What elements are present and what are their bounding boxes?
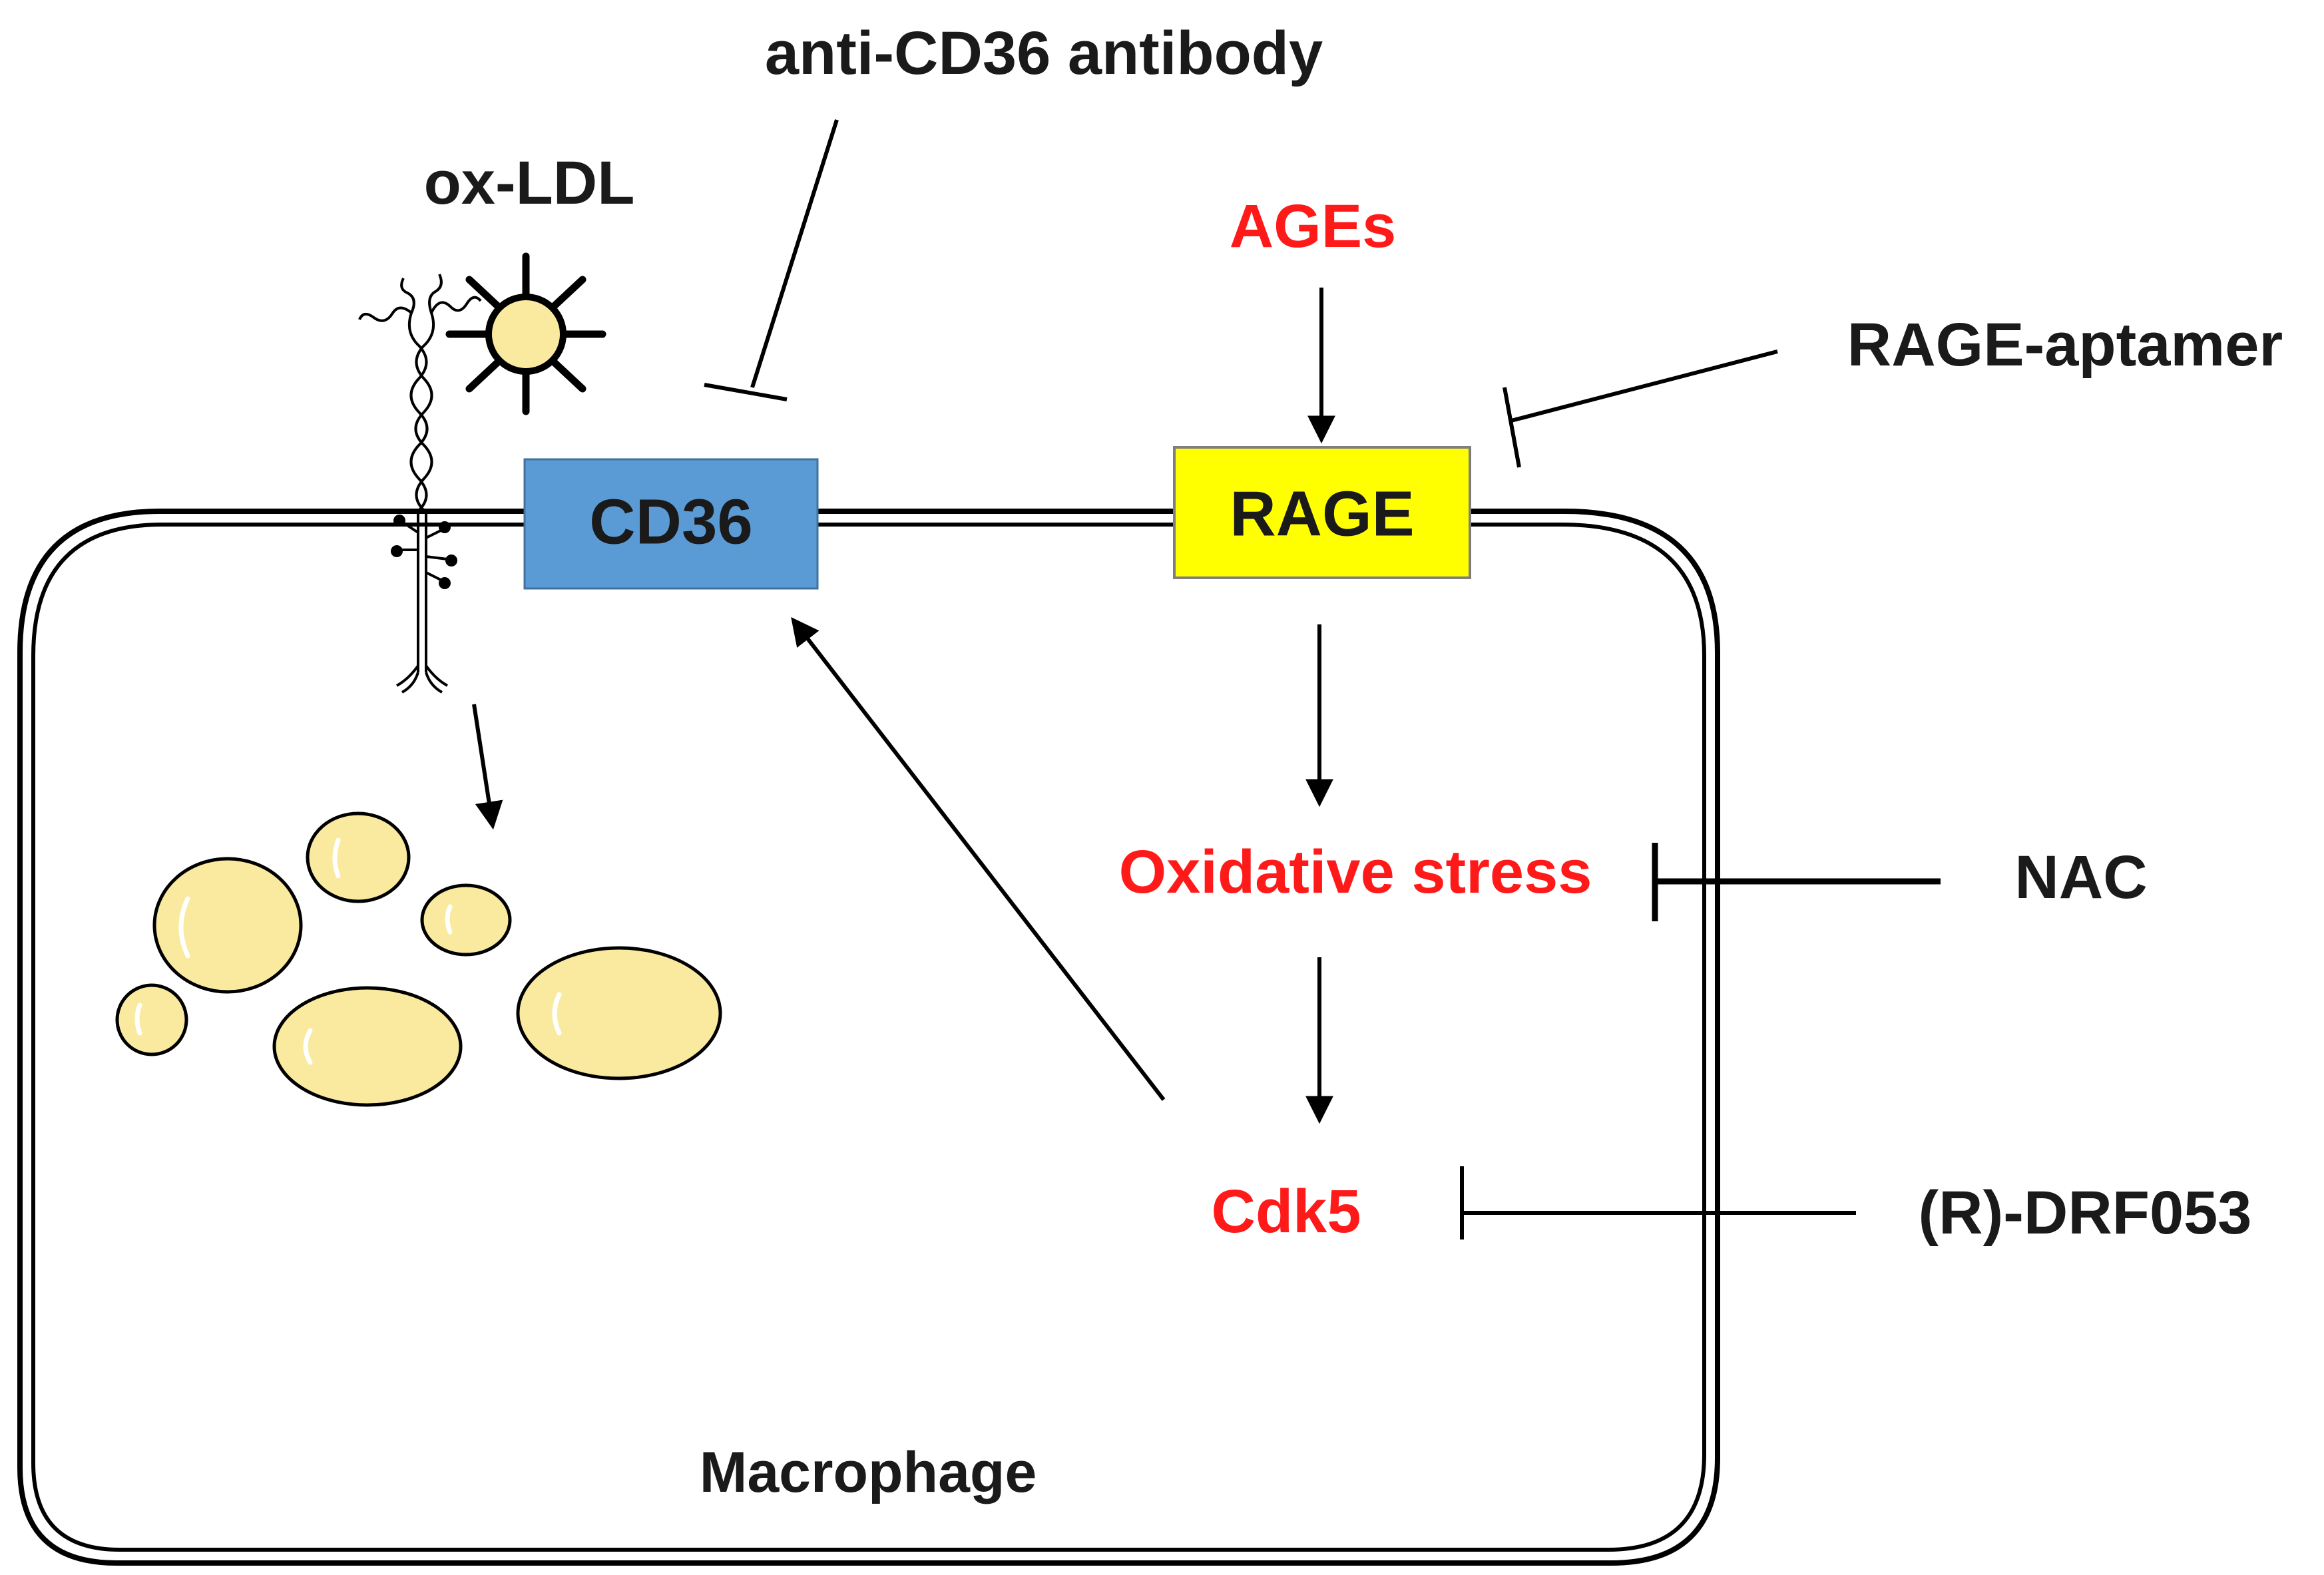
rage-aptamer-label: RAGE-aptamer xyxy=(1847,311,2283,379)
lipid-droplet xyxy=(420,883,512,957)
macrophage-label: Macrophage xyxy=(700,1441,1037,1504)
anti-cd36-inhibition xyxy=(704,119,839,401)
activation-arrows xyxy=(472,288,1335,1124)
rage-aptamer-inhibition xyxy=(1503,349,1778,468)
cd36-box xyxy=(523,458,819,590)
lipid-droplet xyxy=(115,983,188,1056)
rage-label: RAGE xyxy=(1230,479,1414,550)
cdk5-to-cd36-arrow xyxy=(791,617,1166,1101)
nac-inhibition xyxy=(1652,843,1941,921)
inhibition-lines xyxy=(704,119,1941,1239)
lipid-droplet xyxy=(272,986,463,1107)
lipid-droplet-highlights xyxy=(134,837,562,1065)
receptor-to-droplets-arrow xyxy=(472,704,503,830)
cd36-label: CD36 xyxy=(589,487,752,558)
lipid-droplets xyxy=(115,811,722,1107)
drf053-inhibition xyxy=(1460,1166,1856,1239)
cell-membrane-inner xyxy=(31,523,1706,1552)
lipid-droplet xyxy=(306,811,411,903)
macrophage-cell xyxy=(17,509,1720,1566)
nac-label: NAC xyxy=(2014,843,2147,911)
lipid-droplet xyxy=(516,946,722,1080)
ages-label: AGEs xyxy=(1230,192,1397,260)
rage-box xyxy=(1173,446,1471,579)
lipid-droplet xyxy=(152,857,303,994)
ox-ldl-particle xyxy=(445,252,606,415)
ox-ldl-label: ox-LDL xyxy=(424,149,635,217)
receptor-glyph xyxy=(358,274,482,694)
cell-membrane-outer xyxy=(17,509,1720,1566)
cdk5-label: Cdk5 xyxy=(1212,1178,1361,1245)
drf053-label: (R)-DRF053 xyxy=(1919,1179,2252,1247)
receptor-glycosylation-dots xyxy=(391,515,457,589)
oxidative-stress-label: Oxidative stress xyxy=(1119,838,1592,906)
anti-cd36-antibody-label: anti-CD36 antibody xyxy=(765,19,1323,87)
